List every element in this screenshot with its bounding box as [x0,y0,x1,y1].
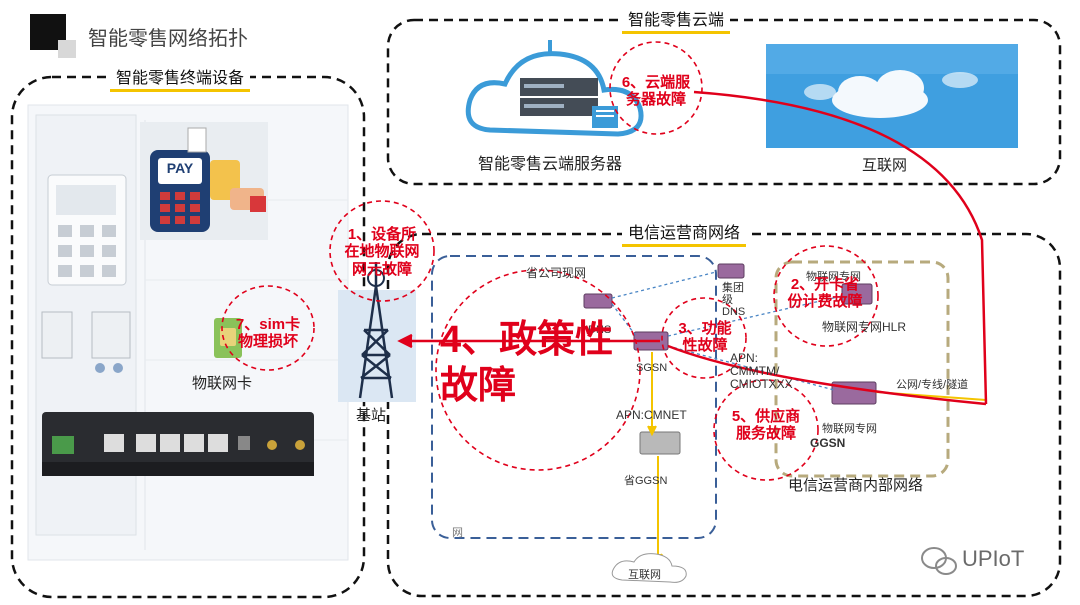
fault-5-label: 5、供应商 服务故障 [731,408,801,443]
public-line-label: 公网/专线/隧道 [896,379,969,391]
internet-sky-image [766,44,1018,148]
cloud-region-label: 智能零售云端 [622,11,731,34]
fault-4-label: 4、政策性 故障 [440,319,614,407]
fault-1-circle [329,200,435,302]
terminal-region-label: 智能零售终端设备 [110,69,251,92]
fault-4-circle [435,269,641,471]
partial-network-label: 网 [452,527,463,539]
apn-iot-label: APN: CMMTM/ CMIOTXXX [730,351,793,391]
fault-5-circle [713,379,819,481]
pay-label: PAY [166,160,194,176]
prov-ggsn-router-icon [639,431,681,455]
group-dns-router-icon [717,263,745,279]
prov-ggsn-label: 省GGSN [624,475,668,487]
wechat-watermark-icon [921,547,957,575]
iot-dedicated-label: 物联网专网 [806,271,861,283]
apn-cmnet-label: APN:CMNET [616,408,687,422]
router-device-icon [42,412,314,476]
province-network-box [431,255,717,539]
sgsn-label: SGSN [636,362,668,374]
pay-terminal-icon [140,122,268,240]
cloud-server-caption: 智能零售云端服务器 [478,156,623,173]
fault-3-circle [661,297,747,379]
page-title: 智能零售网络拓扑 [88,28,248,50]
fault-2-circle [773,245,879,347]
carrier-region-label: 电信运营商网络 [622,224,747,247]
dns-router-icon [583,293,613,309]
fault-circles [221,41,879,481]
ggsn-label: GGSN [810,436,846,450]
watermark-text: UPIoT [962,546,1025,571]
base-station-caption: 基站 [356,407,387,424]
fault-path-lines [397,90,988,406]
logo-accent [58,40,76,58]
base-station-tower-icon [338,262,416,402]
fault-2-label: 2、开卡省 份计费故障 [787,276,863,311]
fault-1-label: 1、设备所 在地物联网 网元故障 [344,226,420,278]
iot-card-caption: 物联网卡 [192,375,253,392]
carrier-internal-caption: 电信运营商内部网络 [788,477,924,494]
internet-small-label: 互联网 [628,569,661,581]
hlr-router-icon [841,283,873,305]
iot-ggsn-dedicated-label: 物联网专网 [822,423,877,435]
signaling-links [611,271,843,391]
fault-7-label: 7、sim卡 物理损坏 [235,316,301,351]
iot-hlr-label: 物联网专网HLR [822,320,907,334]
iot-dedicated-network-box [774,260,950,478]
province-network-label: 省公司现网 [526,266,587,280]
dns-label: DNS [588,324,612,336]
internet-cloud-small-icon [611,553,687,583]
internet-caption: 互联网 [862,157,908,174]
fault-6-label: 6、云端服 务器故障 [621,74,691,109]
cloud-server-icon [465,40,644,137]
sim-card-icon [214,318,242,358]
group-dns-label: 集团 级 DNS [722,282,746,318]
fault-6-circle [609,41,703,135]
fault-3-label: 3、功能 性故障 [678,320,732,355]
fault-7-circle [221,285,315,371]
